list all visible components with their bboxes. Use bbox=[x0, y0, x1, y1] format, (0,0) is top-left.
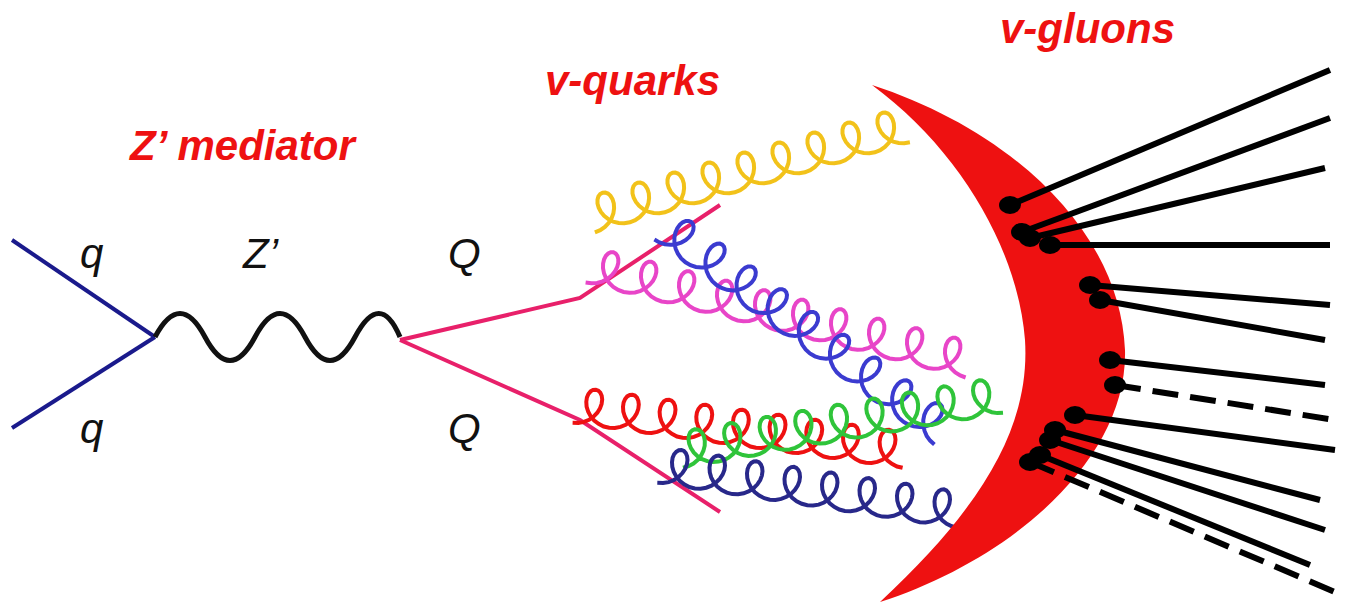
v-gluon-coils bbox=[573, 113, 1003, 528]
gluon-coil bbox=[683, 380, 1003, 467]
hadron-blob bbox=[1099, 351, 1121, 369]
hadron-track bbox=[1040, 455, 1310, 565]
hadron-track bbox=[1100, 300, 1325, 340]
hadron-track bbox=[1030, 168, 1325, 238]
hadronization-crescent bbox=[872, 85, 1125, 602]
hadron-blob bbox=[1019, 453, 1041, 471]
gluon-coil bbox=[657, 450, 957, 528]
z-prime-propagator bbox=[155, 314, 400, 361]
hadron-track bbox=[1055, 430, 1320, 500]
heading-label: v-gluons bbox=[1000, 8, 1175, 50]
neutral-track bbox=[1115, 385, 1335, 420]
particle-label: Q bbox=[448, 408, 481, 450]
neutral-track bbox=[1030, 462, 1335, 592]
gluon-coil bbox=[595, 113, 910, 233]
particle-label: q bbox=[80, 233, 103, 275]
hadron-blob bbox=[1019, 229, 1041, 247]
hadron-blob bbox=[1039, 236, 1061, 254]
gluon-coil bbox=[586, 252, 966, 377]
hadron-track bbox=[1110, 360, 1325, 385]
hadron-blob bbox=[1104, 376, 1126, 394]
hadron-blob bbox=[1089, 291, 1111, 309]
hadron-track bbox=[1050, 242, 1330, 248]
hadron-blob bbox=[999, 196, 1021, 214]
hadron-jets bbox=[999, 70, 1335, 592]
heading-label: Z’ mediator bbox=[130, 125, 355, 167]
particle-label: Q bbox=[448, 233, 481, 275]
particle-label: Z’ bbox=[243, 233, 278, 275]
heading-label: v-quarks bbox=[545, 60, 720, 102]
hadron-blob bbox=[1064, 406, 1086, 424]
particle-label: q bbox=[80, 408, 103, 450]
